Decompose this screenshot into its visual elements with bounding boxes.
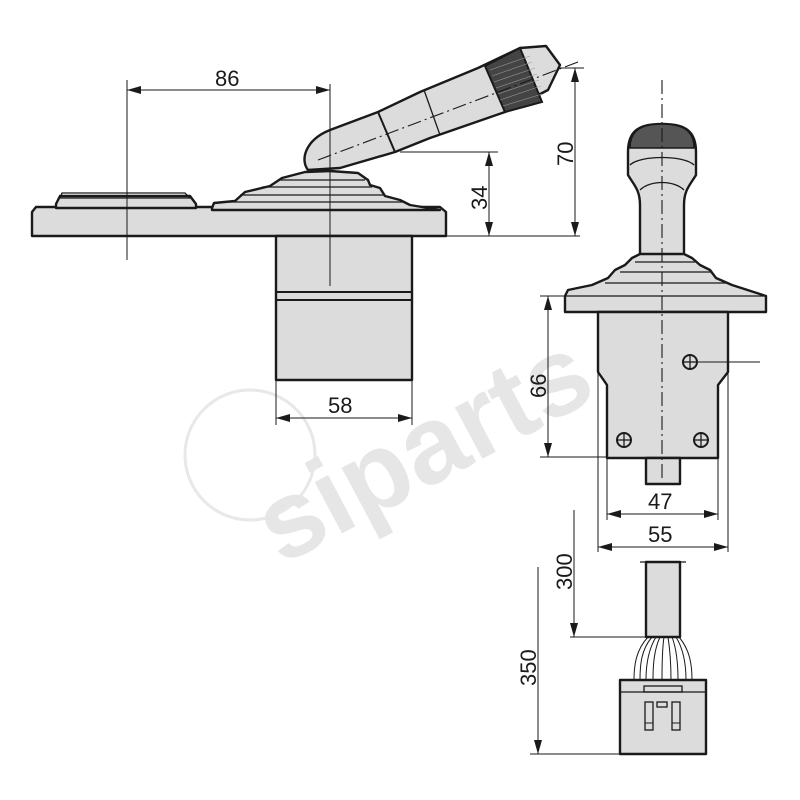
mounting-plate	[30, 205, 448, 238]
dimension-boot-height: 34	[467, 186, 492, 210]
screw-icon	[682, 354, 760, 370]
dimension-lever-height: 70	[553, 142, 578, 166]
cable	[644, 560, 682, 639]
screw-icon	[693, 432, 709, 448]
side-view: 86 34 70 58	[30, 44, 584, 425]
side-pad	[54, 194, 198, 210]
rubber-boot	[210, 169, 442, 212]
dimension-lever-offset: 86	[215, 66, 239, 91]
dimension-inner-width: 47	[648, 489, 672, 514]
screw-icon	[616, 432, 632, 448]
wires	[633, 636, 693, 681]
dimension-outer-width: 55	[648, 522, 672, 547]
front-view: 66 47 55	[516, 80, 768, 756]
connector	[618, 678, 708, 756]
housing-body	[274, 234, 414, 382]
dimension-cable-total: 350	[516, 649, 541, 686]
cable-stem	[644, 456, 682, 486]
dimension-cable-short: 300	[552, 553, 577, 590]
dimension-body-height: 66	[526, 374, 551, 398]
knurled-grip	[483, 46, 544, 114]
dimension-body-width: 58	[328, 393, 352, 418]
